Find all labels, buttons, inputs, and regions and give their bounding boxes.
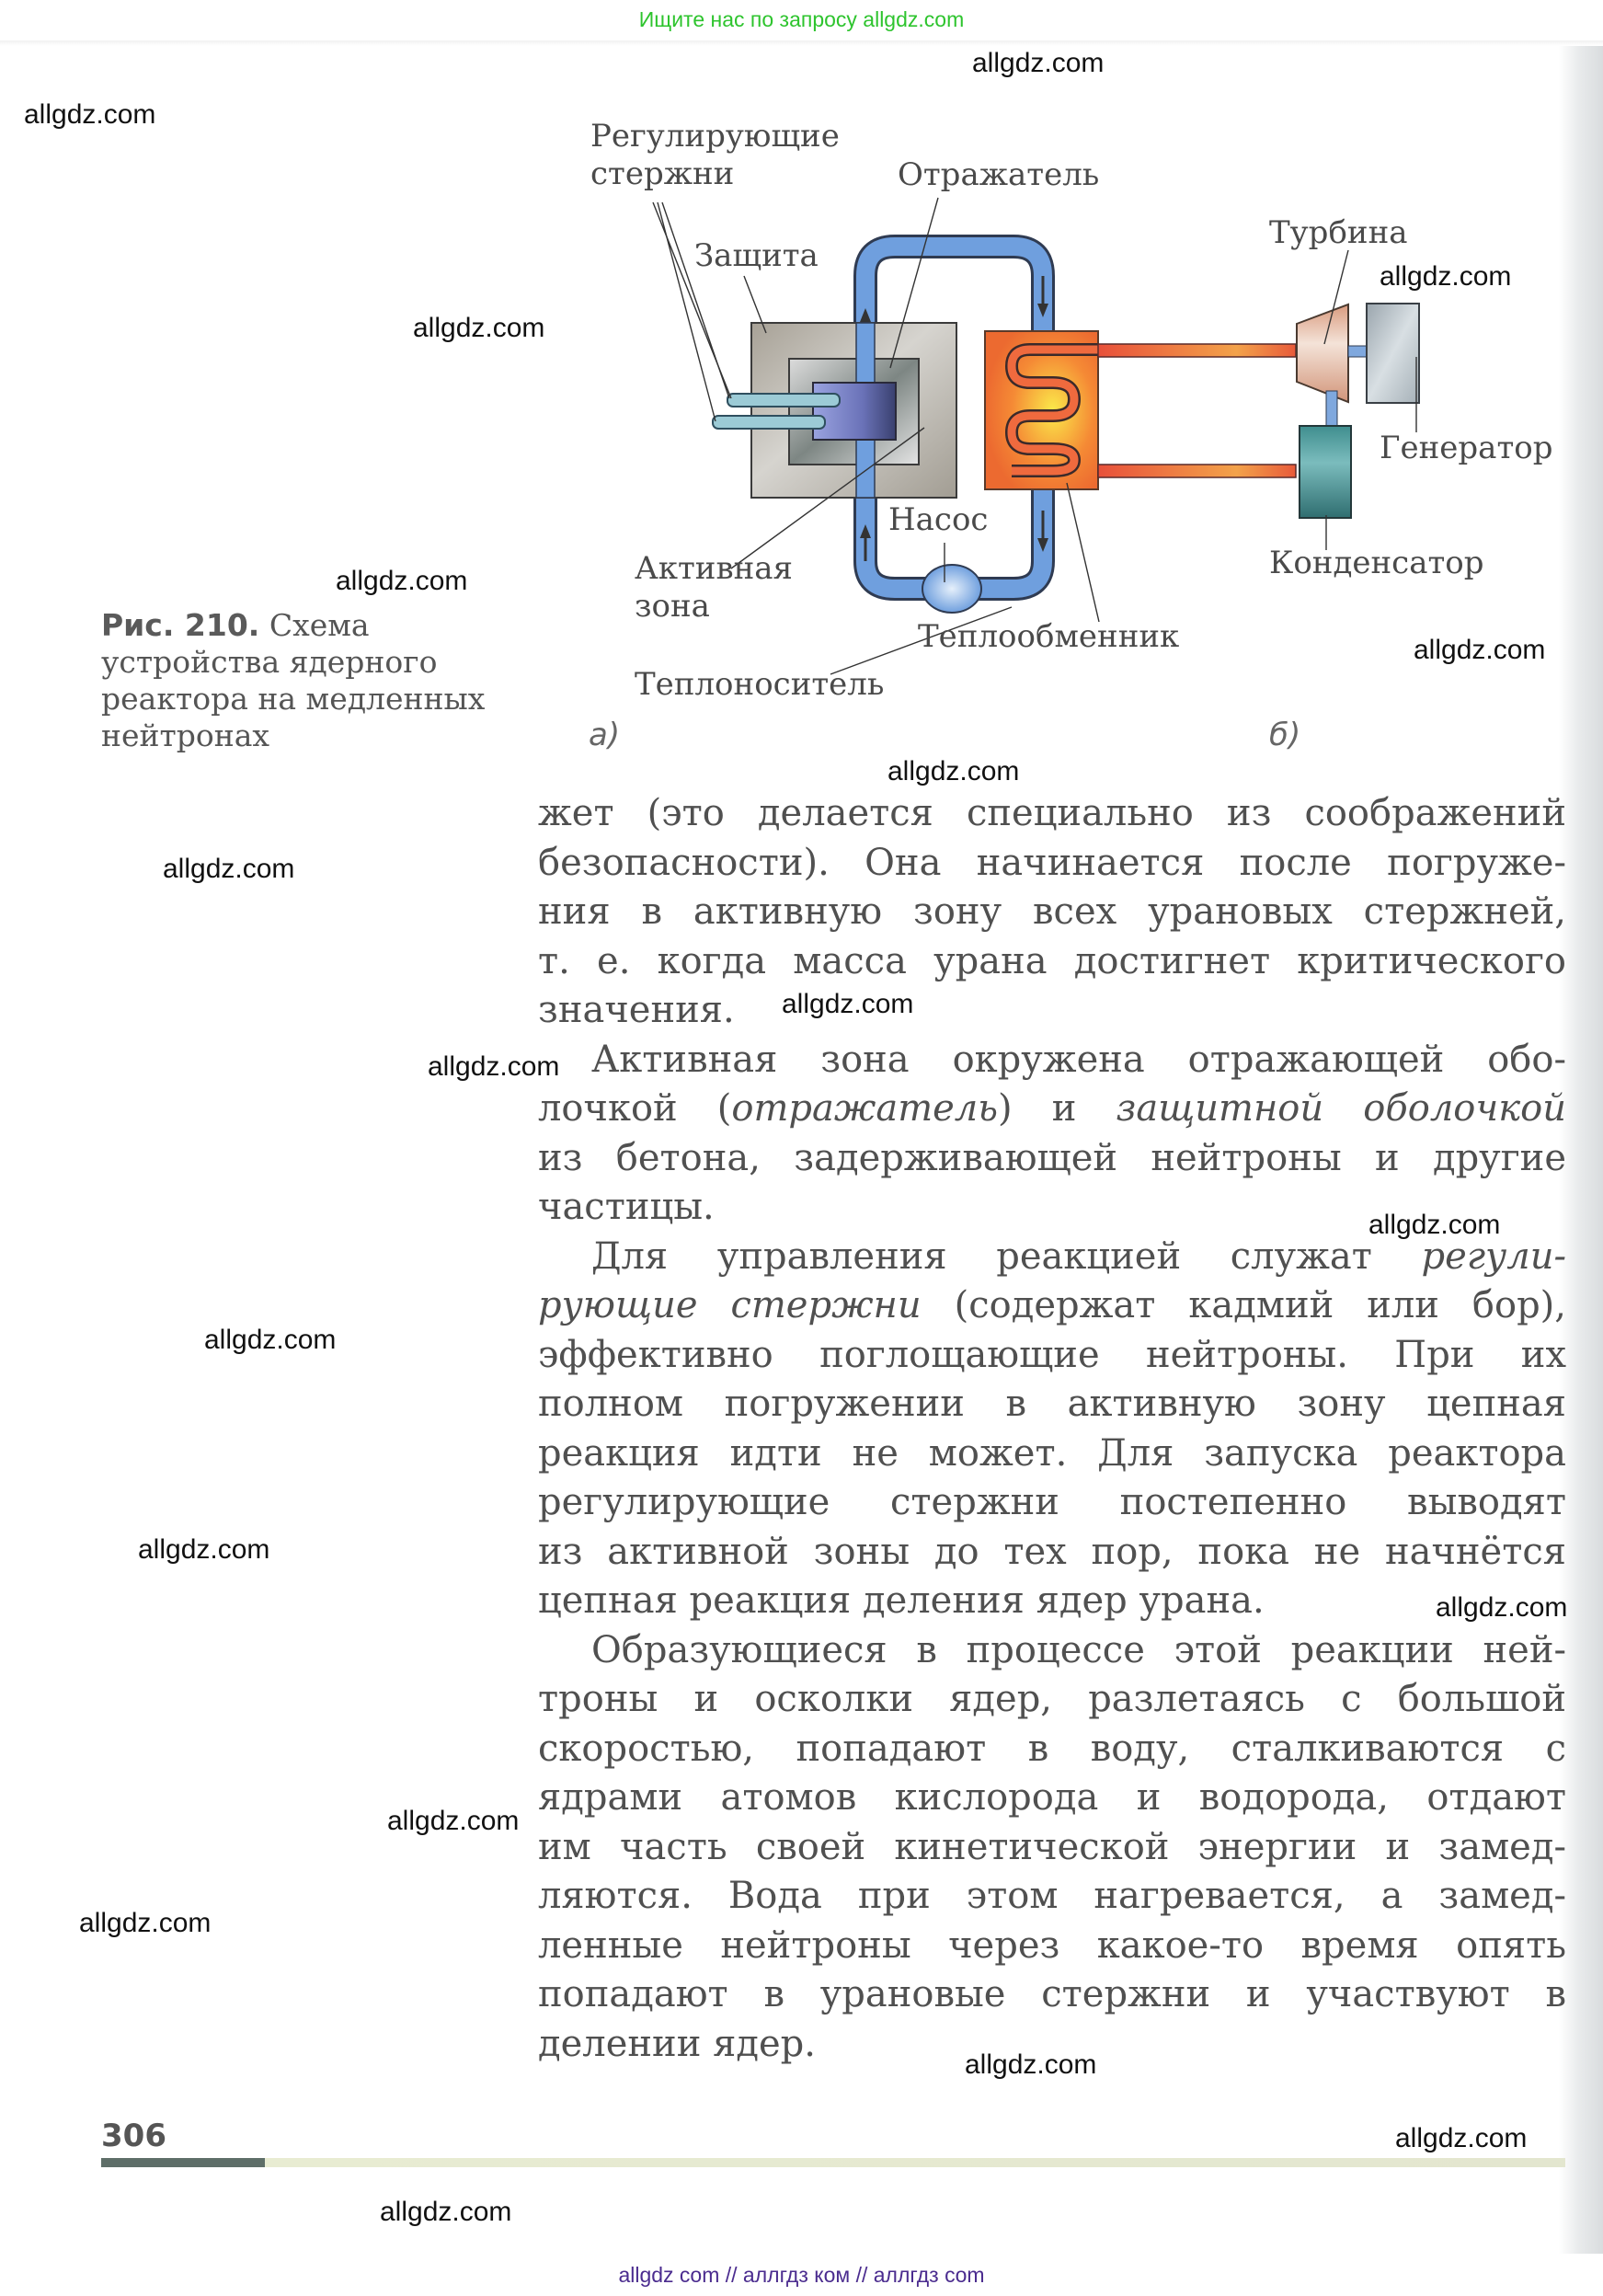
caption-line-2: устройства ядерного: [101, 644, 438, 680]
paragraph-1: жет (это делается специально из соображе…: [538, 789, 1566, 1036]
label-active-zone-line2: зона: [635, 587, 710, 625]
label-coolant: Теплоноситель: [635, 666, 885, 703]
text-line: ядрами атомов кислорода и водорода, отда…: [538, 1776, 1566, 1819]
watermark-text: allgdz.com: [428, 1051, 560, 1082]
text-line: полном погружении в активную зону цепная: [538, 1383, 1566, 1425]
text-run: ) и: [998, 1087, 1116, 1130]
page-edge-shadow: [1559, 37, 1603, 2259]
text-line: эффективно поглощающие нейтроны. При их: [538, 1333, 1566, 1376]
label-control-rods: Регулирующие стержни: [590, 118, 840, 193]
watermark-text: allgdz.com: [387, 1806, 520, 1836]
label-control-rods-line1: Регулирующие: [590, 118, 840, 155]
text-line: Активная зона окружена отражающей обо-: [591, 1038, 1566, 1081]
text-run: лочкой (: [538, 1087, 732, 1130]
reactor-schematic-svg: [652, 197, 1420, 675]
text-run: Для управления реакцией служат: [591, 1234, 1422, 1278]
text-line: т. е. когда масса урана достигнет критич…: [538, 939, 1566, 982]
text-line: им часть своей кинетической энергии и за…: [538, 1825, 1566, 1868]
paragraph-3: Для управления реакцией служат регули- р…: [538, 1233, 1566, 1626]
reactor-diagram: Регулирующие стержни Отражатель Защита Н…: [0, 0, 1603, 754]
text-line: попадают в урановые стержни и участвуют …: [538, 1973, 1566, 2015]
watermark-text: allgdz.com: [138, 1534, 270, 1565]
text-line: частицы.: [538, 1186, 715, 1228]
page-number: 306: [101, 2118, 166, 2154]
top-banner[interactable]: Ищите нас по запросу allgdz.com: [0, 0, 1603, 40]
text-line: скоростью, попадают в воду, сталкиваются…: [538, 1727, 1566, 1770]
text-line: жет (это делается специально из соображе…: [538, 792, 1566, 834]
bottom-banner-text: allgdz com // аллгдз ком // аллгдз com: [618, 2263, 985, 2287]
text-line: Образующиеся в процессе этой реакции ней…: [591, 1628, 1566, 1671]
watermark-text: allgdz.com: [79, 1908, 212, 1938]
watermark-text: allgdz.com: [204, 1325, 337, 1355]
paragraph-4: Образующиеся в процессе этой реакции ней…: [538, 1626, 1566, 2070]
watermark-text: allgdz.com: [887, 756, 1020, 786]
caption-line-4: нейтронах: [101, 718, 270, 753]
label-heat-exchanger: Теплообменник: [918, 618, 1180, 655]
watermark-text: allgdz.com: [1395, 2123, 1528, 2153]
label-control-rods-line2: стержни: [590, 155, 735, 192]
top-banner-divider: [0, 40, 1603, 46]
label-condenser: Конденсатор: [1269, 545, 1484, 581]
label-pump: Насос: [888, 501, 989, 538]
text-line: цепная реакция деления ядер урана.: [538, 1579, 1265, 1622]
watermark-text: allgdz.com: [1436, 1592, 1568, 1623]
text-line: регулирующие стержни постепенно выводят: [538, 1481, 1566, 1523]
watermark-text: allgdz.com: [972, 48, 1105, 78]
body-text: жет (это делается специально из соображе…: [538, 789, 1566, 2069]
top-banner-text: Ищите нас по запросу allgdz.com: [638, 7, 965, 31]
watermark-text: allgdz.com: [1368, 1210, 1501, 1240]
figure-number: Рис. 210.: [101, 607, 260, 643]
watermark-text: allgdz.com: [965, 2049, 1097, 2080]
label-active-zone-line1: Активная: [635, 550, 793, 587]
term-control-rods-part1: регули-: [1421, 1234, 1566, 1278]
watermark-text: allgdz.com: [24, 99, 156, 130]
figure-caption: Рис. 210. Схема устройства ядерного реак…: [101, 607, 579, 754]
watermark-text: allgdz.com: [413, 313, 545, 343]
text-line: значения.: [538, 989, 735, 1031]
text-run: (содержат кадмий или бор),: [921, 1284, 1567, 1326]
text-line: лочкой (отражатель) и защитной оболочкой: [538, 1085, 1566, 1134]
watermark-text: allgdz.com: [782, 989, 914, 1019]
text-line: ляются. Вода при этом нагревается, а зам…: [538, 1875, 1566, 1917]
label-generator: Генератор: [1380, 430, 1553, 466]
label-turbine: Турбина: [1269, 214, 1408, 251]
text-line: реакция идти не может. Для запуска реакт…: [538, 1431, 1566, 1475]
watermark-text: allgdz.com: [1380, 261, 1512, 292]
watermark-text: allgdz.com: [1414, 635, 1546, 665]
term-shield-shell: защитной оболочкой: [1116, 1087, 1566, 1130]
text-line: ния в активную зону всех урановых стержн…: [538, 890, 1566, 933]
caption-line-1: Схема: [269, 607, 370, 643]
watermark-text: allgdz.com: [380, 2197, 512, 2227]
part-b-label: б): [1269, 717, 1301, 753]
text-line: троны и осколки ядер, разлетаясь с больш…: [538, 1678, 1566, 1720]
label-active-zone: Активная зона: [635, 550, 793, 626]
label-reflector: Отражатель: [898, 156, 1100, 193]
text-line: безопасности). Она начинается после погр…: [538, 841, 1566, 884]
text-line: из активной зоны до тех пор, пока не нач…: [538, 1530, 1566, 1573]
label-shielding: Защита: [694, 237, 819, 274]
part-a-label: а): [589, 717, 621, 753]
text-line: из бетона, задерживающей нейтроны и друг…: [538, 1136, 1566, 1179]
text-line: делении ядер.: [538, 2022, 816, 2065]
watermark-text: allgdz.com: [163, 854, 295, 884]
text-line: Для управления реакцией служат регули-: [538, 1233, 1566, 1282]
footer-rule: [101, 2158, 1565, 2167]
text-line: рующие стержни (содержат кадмий или бор)…: [538, 1281, 1566, 1331]
term-reflector: отражатель: [731, 1087, 999, 1130]
term-control-rods-part2: рующие стержни: [538, 1284, 922, 1326]
watermark-text: allgdz.com: [336, 566, 468, 596]
paragraph-2: Активная зона окружена отражающей обо- л…: [538, 1036, 1566, 1233]
text-line: ленные нейтроны через какое-то время опя…: [538, 1923, 1566, 1967]
bottom-banner[interactable]: allgdz com // аллгдз ком // аллгдз com: [0, 2254, 1603, 2296]
caption-line-3: реактора на медленных: [101, 681, 486, 717]
